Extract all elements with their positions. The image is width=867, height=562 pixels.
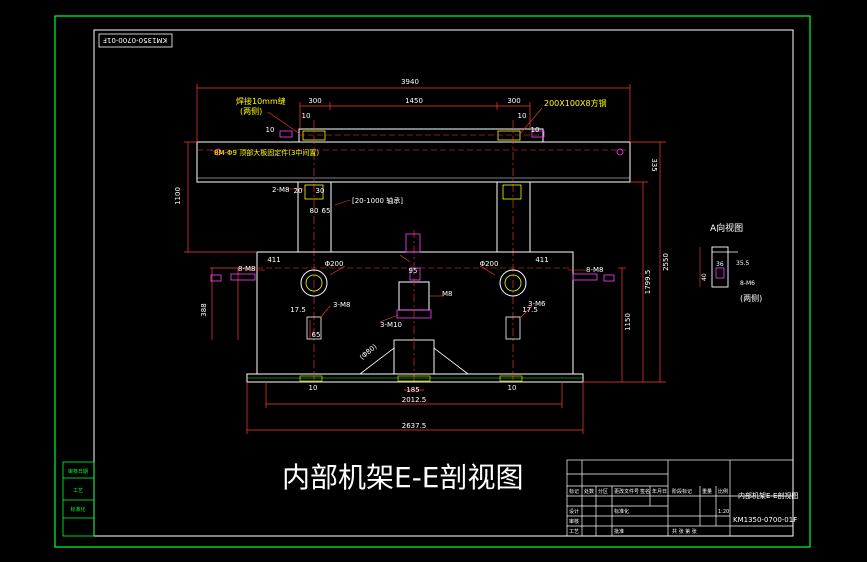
a-view-both-sides: (两侧) (740, 293, 762, 303)
sheet-frame (54, 15, 811, 548)
dim-10b: 10 (302, 112, 311, 120)
dimension-texts: 3940 300 1450 300 10 10 10 10 335 1100 2… (174, 78, 670, 430)
side-stamp (62, 461, 95, 537)
base-plate (246, 373, 584, 383)
dim-388: 388 (200, 303, 208, 316)
note-bolt-center: 3-M10 (380, 321, 402, 329)
annotation-notes: 焊接10mm缝 (两侧) 200X100X8方钢 8M-Φ9 顶部大板固定件(3… (214, 96, 607, 362)
dim-middle-top: 1450 (405, 97, 423, 105)
side-stamp-2: 工艺 (73, 488, 83, 494)
stamp-box (98, 33, 173, 48)
note-bolt-base: 3-M6 (528, 300, 546, 308)
dim-10e: 10 (309, 384, 318, 392)
a-view-label: A向视图 (710, 222, 743, 234)
bolt-symbols (210, 130, 624, 282)
dim-10f: 10 (508, 384, 517, 392)
tb-standard: 标准化 (614, 508, 629, 515)
tb-review: 审核 (569, 518, 579, 525)
dim-2550: 2550 (662, 253, 670, 271)
tb-label-6: 年月日 (652, 488, 667, 495)
side-stamp-1: 审核日期 (68, 468, 88, 475)
dim-2012: 2012.5 (402, 396, 427, 404)
dim-30: 30 (316, 187, 325, 195)
dim-175b: 17.5 (522, 306, 538, 314)
note-bolt-top: 2-M8 (272, 186, 289, 194)
dim-phi200a: Φ200 (325, 260, 344, 268)
note-anchor: 8M-Φ9 顶部大板固定件(3中间置) (214, 148, 319, 157)
dimension-lines (184, 84, 666, 434)
tb-ratio: 比例 (718, 488, 728, 495)
note-bolt-left: 8-M8 (238, 265, 255, 273)
tb-label-4: 更改文件号 (614, 488, 639, 495)
dim-65: 65 (322, 207, 331, 215)
side-stamp-3: 标准化 (70, 506, 85, 513)
tb-label-3: 分区 (598, 488, 608, 495)
note-bracket: [20-1000 轴承] (352, 196, 403, 205)
a-view-dim-36: 36 (716, 261, 724, 268)
inner-border (93, 29, 794, 537)
dim-1799: 1799.5 (644, 270, 652, 295)
dim-right-top: 300 (507, 97, 520, 105)
tb-drawing-code: KM1350-0700-01F (733, 516, 797, 524)
top-beam (298, 128, 544, 143)
tb-scale: 1:20 (718, 509, 729, 515)
dim-80: 80 (310, 207, 319, 215)
a-view-dim-40: 40 (701, 273, 708, 281)
title-block (566, 459, 794, 537)
title-block-text: 标记 处数 分区 更改文件号 签名 年月日 设计 标准化 审核 工艺 批准 阶段… (569, 488, 729, 535)
tb-label-5: 签名 (640, 488, 650, 495)
leader-lines (209, 107, 587, 323)
tb-drawing-name: 内部机架E-E剖视图 (738, 491, 798, 500)
tb-weight: 重量 (702, 488, 712, 495)
tb-label-2: 处数 (584, 488, 594, 495)
dim-1100: 1100 (174, 187, 182, 205)
note-m8: M8 (442, 290, 453, 298)
dim-185: 185 (406, 386, 419, 394)
dim-20: 20 (294, 187, 303, 195)
tb-label-1: 标记 (569, 488, 579, 495)
tb-approve: 批准 (614, 528, 624, 535)
note-bearing: (Φ80) (358, 342, 379, 361)
dim-10c: 10 (518, 112, 527, 120)
dim-1150: 1150 (624, 313, 632, 331)
tb-process: 工艺 (569, 529, 579, 535)
note-bolt-mid: 3-M8 (333, 301, 350, 309)
dim-10a: 10 (266, 126, 275, 134)
a-view-dim-355: 35.5 (736, 260, 750, 267)
dim-10d: 10 (531, 126, 540, 134)
tb-sheet: 共 张 第 张 (672, 528, 697, 535)
a-view-bolt: 8-M6 (740, 280, 755, 287)
dim-left-top: 300 (308, 97, 321, 105)
cross-plate (196, 141, 631, 183)
tb-design: 设计 (569, 508, 579, 515)
tb-stage: 阶段标记 (672, 488, 692, 495)
note-bolt-right: 8-M8 (586, 266, 603, 274)
dim-335: 335 (650, 158, 658, 171)
drawing-title: 内部机架E-E剖视图 (282, 461, 524, 494)
dim-95: 95 (409, 267, 418, 275)
dim-65b: 65 (312, 331, 321, 339)
note-channel: 200X100X8方钢 (544, 98, 607, 108)
dim-411a: 411 (267, 256, 280, 264)
dim-411b: 411 (535, 256, 548, 264)
stamp-code: KM1350-0700-01F (103, 36, 167, 44)
note-weld-both: (两侧) (240, 106, 262, 116)
dim-phi200b: Φ200 (480, 260, 499, 268)
dim-2637: 2637.5 (402, 422, 427, 430)
dim-175a: 17.5 (290, 306, 306, 314)
note-weld: 焊接10mm缝 (236, 96, 286, 106)
dim-overall-top: 3940 (401, 78, 419, 86)
a-view-detail: A向视图 40 35.5 36 8-M6 (两侧) (699, 222, 762, 303)
